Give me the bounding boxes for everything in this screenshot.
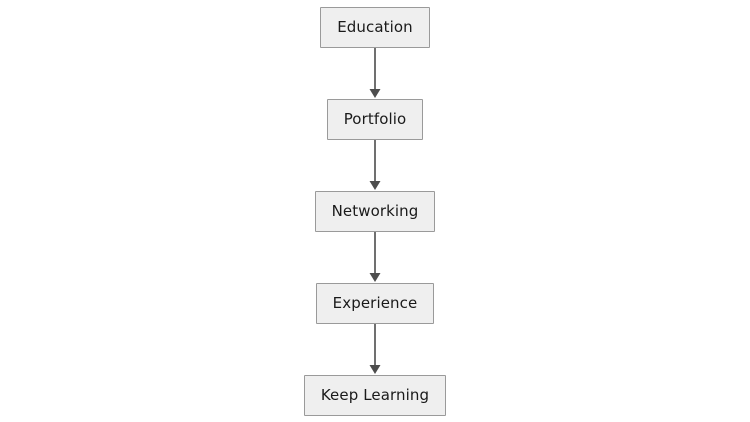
flow-arrow-networking-to-experience: [369, 232, 381, 282]
arrowhead-icon: [369, 89, 381, 98]
flow-node-experience[interactable]: Experience: [315, 283, 435, 324]
arrowhead-icon: [369, 181, 381, 190]
flow-arrow-education-to-portfolio: [369, 48, 381, 98]
flow-node-label: Networking: [331, 202, 419, 220]
flow-node-label: Education: [337, 18, 413, 36]
flow-node-portfolio[interactable]: Portfolio: [326, 99, 424, 140]
flow-node-networking[interactable]: Networking: [314, 191, 436, 232]
flow-node-label: Keep Learning: [320, 386, 430, 404]
arrowhead-icon: [369, 365, 381, 374]
flow-node-label: Portfolio: [343, 110, 407, 128]
flow-node-label: Experience: [332, 294, 418, 312]
arrowhead-icon: [369, 273, 381, 282]
flow-arrow-portfolio-to-networking: [369, 140, 381, 190]
flow-arrow-experience-to-keep-learning: [369, 324, 381, 374]
flow-node-education[interactable]: Education: [320, 7, 430, 48]
flow-node-keep-learning[interactable]: Keep Learning: [303, 375, 447, 416]
